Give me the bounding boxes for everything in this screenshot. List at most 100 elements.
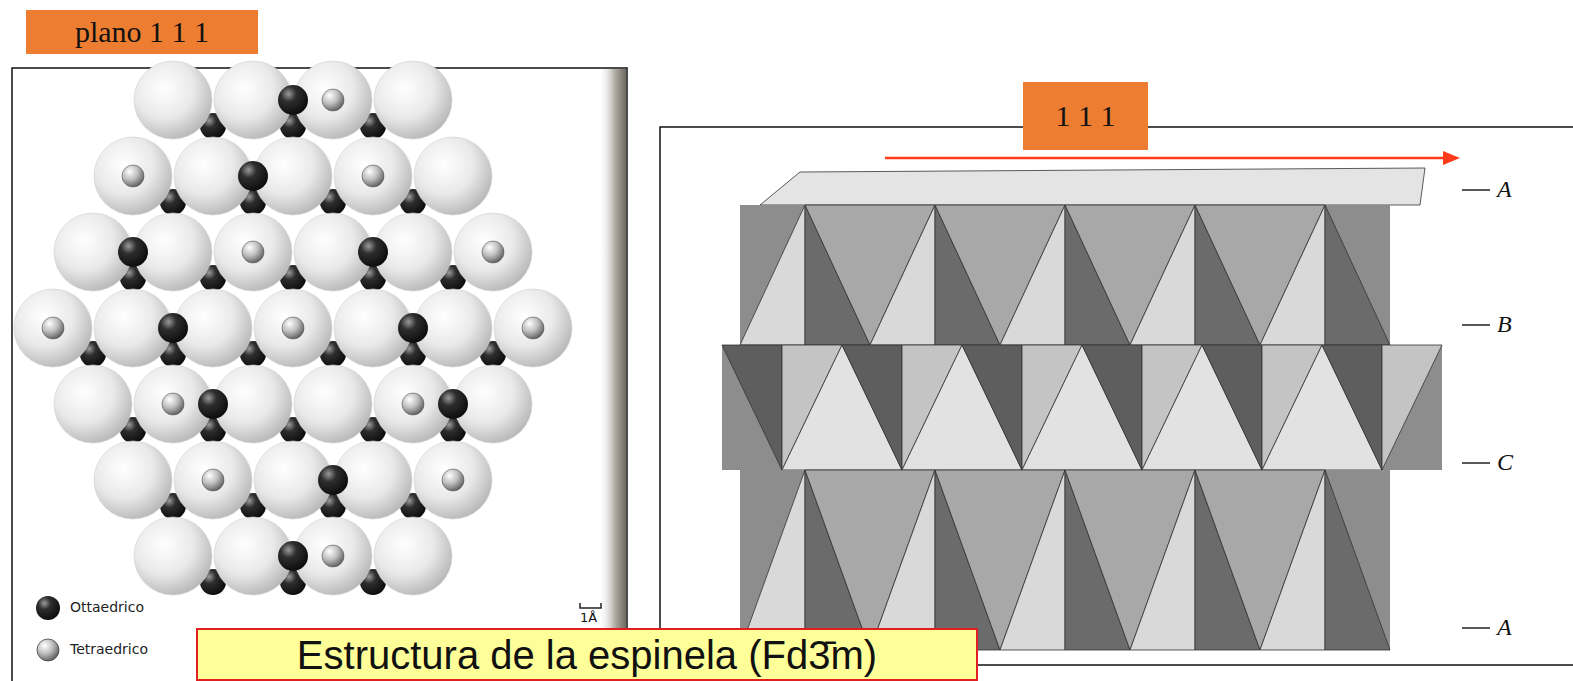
- polyhedron-face: [1325, 205, 1390, 345]
- polyhedron-face: [805, 470, 935, 650]
- layer-tick: [1462, 462, 1490, 464]
- polyhedron-face: [1382, 345, 1442, 470]
- tetrahedral-cation: [322, 89, 344, 111]
- layer-ground: [740, 205, 1390, 345]
- polyhedra-stack: [722, 168, 1442, 650]
- layer-tick: [1462, 627, 1490, 629]
- legend-text: Ottaedrico: [70, 599, 144, 615]
- caption-box: Estructura de la espinela (Fd3̄m): [196, 628, 978, 681]
- legend-text: Tetraedrico: [70, 641, 148, 657]
- octahedral-cation: [318, 465, 348, 495]
- tetrahedral-cation: [402, 393, 424, 415]
- tetrahedral-cation: [282, 317, 304, 339]
- polyhedron-face: [1195, 205, 1325, 345]
- polyhedron-face: [1065, 205, 1195, 345]
- anion-sphere: [94, 137, 172, 215]
- octahedral-cation: [118, 237, 148, 267]
- polyhedron-face: [1130, 470, 1195, 650]
- octahedral-cation: [438, 389, 468, 419]
- polyhedron-face: [1065, 470, 1195, 650]
- right-panel: [660, 127, 1573, 665]
- layer-tick: [1462, 324, 1490, 326]
- layer-label: A: [1497, 614, 1512, 641]
- polyhedron-face: [935, 205, 1065, 345]
- scale-label: 1Å: [580, 610, 597, 625]
- polyhedron-face: [782, 345, 902, 470]
- anion-sphere: [174, 441, 252, 519]
- polyhedron-face: [870, 205, 935, 345]
- layer-label: A: [1497, 176, 1512, 203]
- sphere-packing: [14, 61, 572, 595]
- polyhedron-face: [1022, 345, 1142, 470]
- tetrahedral-cation: [522, 317, 544, 339]
- anion-sphere: [414, 441, 492, 519]
- octahedral-cation: [158, 313, 188, 343]
- node-text: Estructura de la espinela (Fd3̄m): [297, 632, 877, 678]
- polyhedron-face: [805, 205, 935, 345]
- anion-sphere: [334, 137, 412, 215]
- node-text: 1 1 1: [1056, 99, 1116, 134]
- tetrahedral-sample: [37, 639, 59, 661]
- left-panel: [12, 68, 627, 681]
- anion-sphere: [294, 365, 372, 443]
- anion-sphere: [134, 61, 212, 139]
- tetrahedral-cation: [482, 241, 504, 263]
- tetrahedral-cation: [242, 241, 264, 263]
- tetrahedral-cation: [442, 469, 464, 491]
- layer-label: C: [1497, 449, 1513, 476]
- scale-bar: [580, 603, 601, 608]
- polyhedron-face: [1082, 345, 1142, 470]
- anion-sphere: [374, 517, 452, 595]
- octahedral-cation: [358, 237, 388, 267]
- anion-sphere: [134, 517, 212, 595]
- tetrahedral-cation: [322, 545, 344, 567]
- label-tab: 1 1 1: [1023, 82, 1148, 150]
- polyhedron-face: [740, 470, 805, 650]
- anion-sphere: [494, 289, 572, 367]
- arrow-head: [1443, 151, 1460, 165]
- polyhedron-face: [1142, 345, 1262, 470]
- octahedral-cation: [398, 313, 428, 343]
- polyhedron-face: [740, 205, 805, 345]
- layer-tick: [1462, 189, 1490, 191]
- polyhedron-face: [1000, 205, 1065, 345]
- layer-ground: [722, 345, 1442, 470]
- polyhedron-face: [1260, 205, 1325, 345]
- polyhedron-face: [1195, 470, 1325, 650]
- layer-ground: [740, 470, 1390, 650]
- label-tab: plano 1 1 1: [26, 10, 258, 54]
- tetrahedral-cation: [122, 165, 144, 187]
- polyhedron-face: [962, 345, 1022, 470]
- anion-sphere: [414, 137, 492, 215]
- book-spine: [598, 69, 626, 681]
- tetrahedral-cation: [202, 469, 224, 491]
- layer-label: B: [1497, 311, 1512, 338]
- node-text: plano 1 1 1: [75, 15, 209, 50]
- anion-sphere: [14, 289, 92, 367]
- octahedral-cation: [198, 389, 228, 419]
- polyhedron-face: [902, 345, 1022, 470]
- anion-sphere: [454, 213, 532, 291]
- anion-sphere: [374, 61, 452, 139]
- octahedral-cation: [278, 85, 308, 115]
- polyhedron-face: [722, 345, 782, 470]
- octahedral-cation: [278, 541, 308, 571]
- polyhedron-face: [1130, 205, 1195, 345]
- polyhedron-face: [870, 470, 935, 650]
- polyhedron-face: [1260, 470, 1325, 650]
- polyhedron-face: [935, 470, 1065, 650]
- polyhedron-face: [1000, 470, 1065, 650]
- tetrahedral-cation: [162, 393, 184, 415]
- legend-item: Tetraedrico: [70, 641, 148, 657]
- tetrahedral-cation: [362, 165, 384, 187]
- direction-arrow: [885, 157, 1446, 160]
- octahedral-cation: [238, 161, 268, 191]
- tetrahedral-cation: [42, 317, 64, 339]
- octahedral-sample: [36, 596, 60, 620]
- anion-sphere: [254, 289, 332, 367]
- polyhedron-face: [1262, 345, 1382, 470]
- legend-item: Ottaedrico: [70, 599, 144, 615]
- layer-top: [760, 168, 1425, 205]
